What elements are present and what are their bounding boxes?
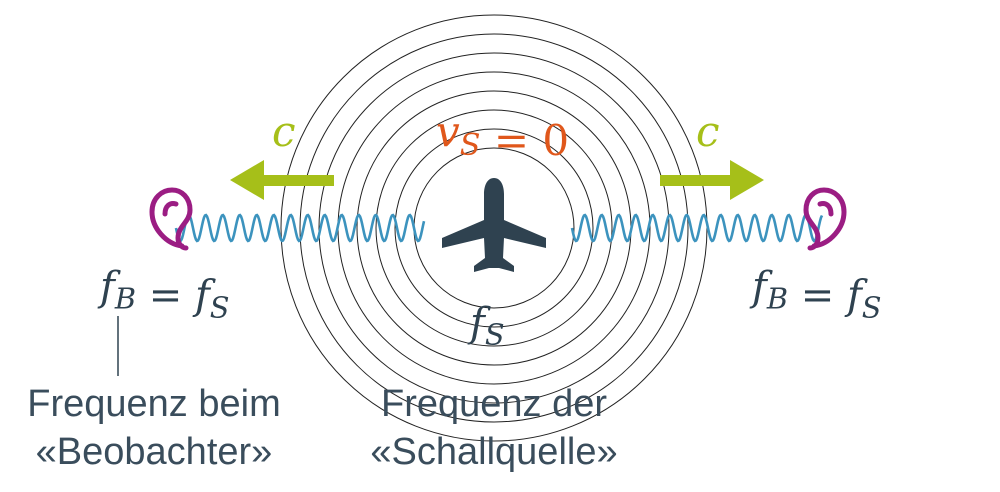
svg-text:fB = fS: fB = fS bbox=[97, 264, 229, 324]
wavefront-circle bbox=[375, 109, 613, 347]
airplane-icon bbox=[442, 178, 546, 272]
source-velocity-label: vS = 0 bbox=[436, 107, 569, 165]
observer-caption-line2: «Beobachter» bbox=[36, 431, 273, 473]
source-caption-line2: «Schallquelle» bbox=[370, 431, 617, 473]
ear-icon-left bbox=[149, 187, 193, 251]
wave-speed-label-left: c bbox=[272, 107, 296, 156]
arrow-left-icon bbox=[230, 160, 334, 200]
observer-frequency-equation-left: fB = fS bbox=[97, 264, 229, 324]
wavefront-circle bbox=[318, 52, 670, 404]
ear-icon-right bbox=[803, 187, 847, 251]
wavefront-circle bbox=[394, 128, 594, 328]
source-caption-line1: Frequenz der bbox=[381, 383, 607, 425]
sound-wave-left bbox=[174, 213, 426, 243]
svg-text:fB = fS: fB = fS bbox=[749, 264, 881, 324]
wavefront-circle bbox=[299, 33, 689, 423]
svg-text:vS = 0: vS = 0 bbox=[436, 107, 569, 165]
source-frequency-label: fS bbox=[467, 300, 505, 352]
wave-speed-label-right: c bbox=[696, 107, 720, 156]
arrow-right-icon bbox=[660, 160, 764, 200]
observer-frequency-equation-right: fB = fS bbox=[749, 264, 881, 324]
sound-wave-right bbox=[570, 213, 824, 243]
svg-text:fS: fS bbox=[467, 300, 505, 352]
observer-caption-line1: Frequenz beim bbox=[27, 383, 280, 425]
